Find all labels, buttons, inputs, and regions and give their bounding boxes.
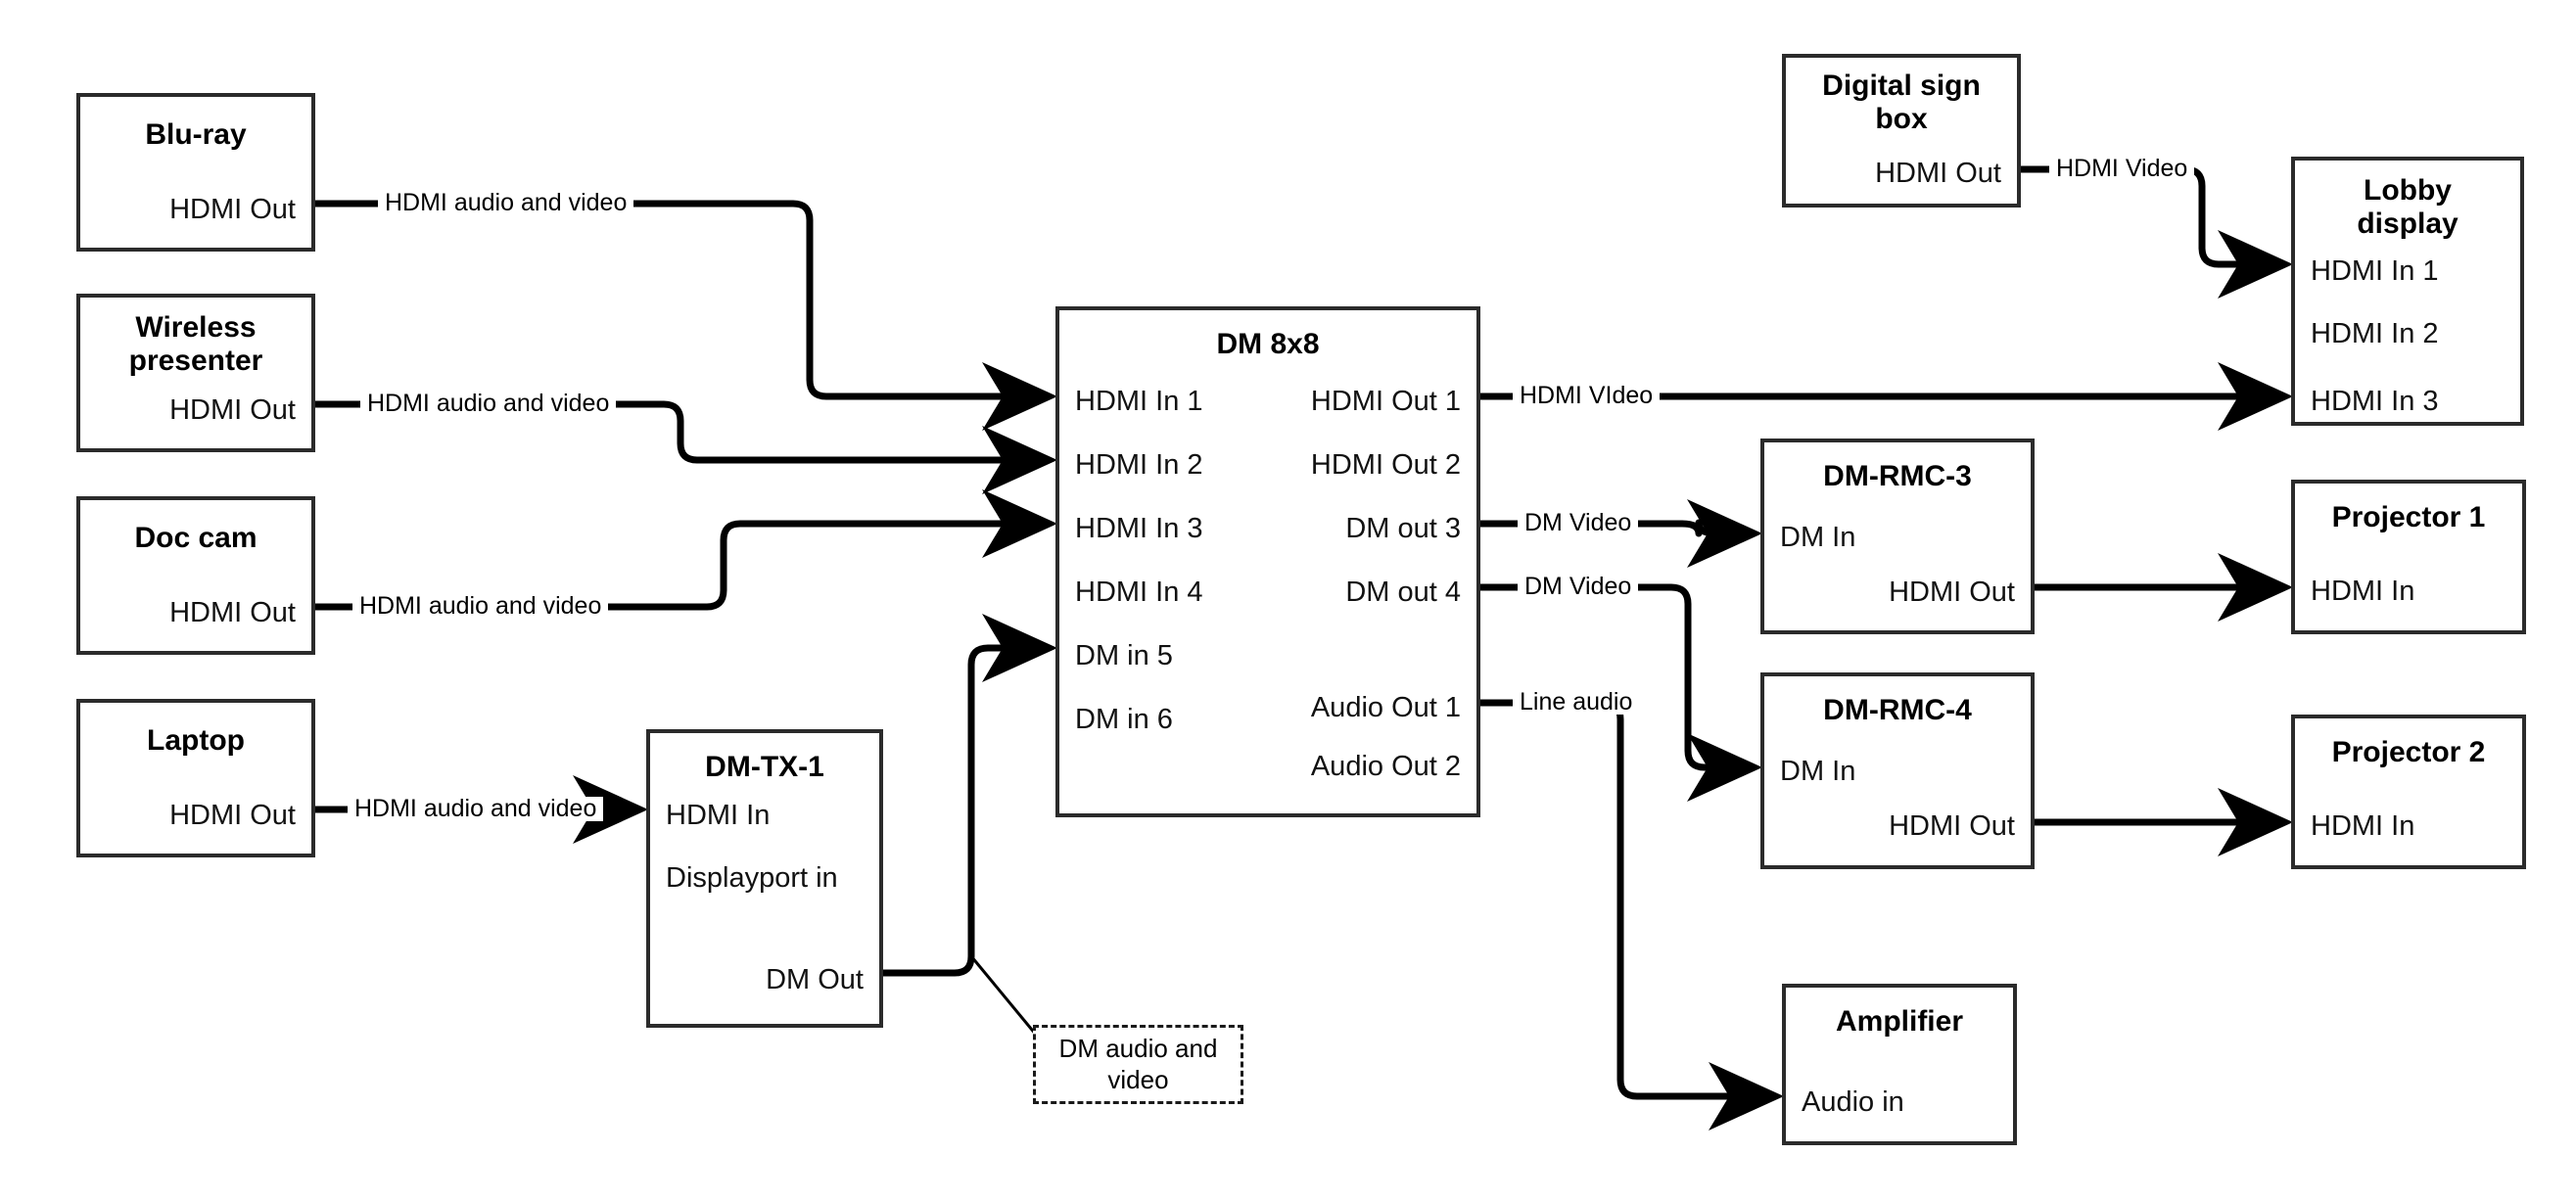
wire-dm8x8-dmout3-to-dmrmc3	[1480, 499, 1762, 568]
node-projector-1-title: Projector 1	[2331, 501, 2486, 533]
callout-line1: DM audio and	[1058, 1033, 1218, 1063]
callout-dm-audio-and-video: DM audio and video	[1033, 1025, 1243, 1104]
node-amplifier-title: Amplifier	[1835, 1005, 1964, 1038]
node-dm-8x8-input-hdmi-in-1: HDMI In 1	[1075, 386, 1203, 417]
node-dm-rmc-4-title: DM-RMC-4	[1823, 694, 1972, 726]
node-lobby-display-input-hdmi-in-3: HDMI In 3	[2311, 386, 2439, 417]
node-dm-tx-1-port-dm-out: DM Out	[766, 964, 864, 995]
node-dm-tx-1-title: DM-TX-1	[705, 751, 824, 783]
wire-dm8x8-dmout4-to-dmrmc4	[1480, 583, 1762, 802]
edge-label-laptop-to-dmtx1: HDMI audio and video	[348, 797, 604, 821]
node-doc-cam[interactable]: Doc cam HDMI Out	[76, 496, 315, 655]
node-dm-rmc-3-port-hdmi-out: HDMI Out	[1889, 577, 2015, 608]
callout-line2: video	[1107, 1064, 1169, 1094]
node-amplifier[interactable]: Amplifier Audio in	[1782, 984, 2017, 1145]
node-dm-8x8-output-dm-out-4: DM out 4	[1345, 577, 1461, 608]
edge-label-dmout4-to-dmrmc4: DM Video	[1518, 575, 1639, 599]
node-dm-8x8-output-audio-out-2: Audio Out 2	[1310, 751, 1461, 782]
node-amplifier-port-audio-in: Audio in	[1802, 1086, 1904, 1118]
node-wireless-presenter-title-line2: presenter	[128, 345, 263, 377]
node-dm-8x8-input-hdmi-in-2: HDMI In 2	[1075, 449, 1203, 481]
node-projector-2-title: Projector 2	[2331, 736, 2486, 768]
node-lobby-display-input-hdmi-in-2: HDMI In 2	[2311, 318, 2439, 349]
edge-label-hdmiout1-to-lobby: HDMI VIdeo	[1513, 384, 1661, 408]
edge-label-bluray-to-dm8x8: HDMI audio and video	[378, 191, 634, 215]
node-dm-tx-1[interactable]: DM-TX-1 HDMI In Displayport in DM Out	[646, 729, 883, 1028]
wire-dm8x8-audioout1-to-amplifier	[1480, 699, 1784, 1131]
node-lobby-display-title-line2: display	[2357, 208, 2459, 240]
node-dm-8x8-title: DM 8x8	[1216, 328, 1320, 360]
node-laptop-title: Laptop	[147, 724, 245, 757]
node-dm-8x8-input-dm-in-5: DM in 5	[1075, 640, 1173, 671]
node-dm-tx-1-port-displayport-in: Displayport in	[666, 862, 838, 894]
node-dm-rmc-4-port-dm-in: DM In	[1780, 756, 1856, 787]
node-dm-8x8-output-dm-out-3: DM out 3	[1345, 513, 1461, 544]
callout-leader-line	[969, 955, 1043, 1041]
node-dm-8x8-output-hdmi-out-2: HDMI Out 2	[1310, 449, 1461, 481]
node-lobby-display[interactable]: Lobby display HDMI In 1 HDMI In 2 HDMI I…	[2291, 157, 2524, 426]
node-digital-sign-box-port-hdmi-out: HDMI Out	[1875, 158, 2001, 189]
node-lobby-display-title-line1: Lobby	[2364, 174, 2452, 207]
wire-digitalsign-to-lobby-hdmi-in1	[2021, 165, 2293, 299]
node-dm-rmc-3-title: DM-RMC-3	[1823, 460, 1972, 492]
node-lobby-display-input-hdmi-in-1: HDMI In 1	[2311, 255, 2439, 287]
node-wireless-presenter-title-line1: Wireless	[135, 311, 257, 344]
node-dm-8x8-input-dm-in-6: DM in 6	[1075, 704, 1173, 735]
edge-label-digitalsign-to-lobby: HDMI Video	[2049, 157, 2195, 181]
edge-label-dmout3-to-dmrmc3: DM Video	[1518, 511, 1639, 535]
wire-doccam-to-dm8x8-hdmi-in3	[315, 489, 1057, 611]
node-dm-8x8-input-hdmi-in-3: HDMI In 3	[1075, 513, 1203, 544]
node-dm-rmc-4-port-hdmi-out: HDMI Out	[1889, 810, 2015, 842]
node-bluray-port-hdmi-out: HDMI Out	[169, 194, 296, 225]
node-wireless-presenter[interactable]: Wireless presenter HDMI Out	[76, 294, 315, 452]
edge-label-audioout1-to-amplifier: Line audio	[1513, 690, 1640, 715]
node-digital-sign-box-title-line1: Digital sign	[1822, 69, 1981, 102]
edge-label-doccam-to-dm8x8: HDMI audio and video	[352, 594, 609, 619]
node-bluray-title: Blu-ray	[145, 118, 247, 151]
node-bluray[interactable]: Blu-ray HDMI Out	[76, 93, 315, 252]
node-wireless-presenter-port-hdmi-out: HDMI Out	[169, 394, 296, 426]
node-laptop-port-hdmi-out: HDMI Out	[169, 800, 296, 831]
node-dm-rmc-3[interactable]: DM-RMC-3 DM In HDMI Out	[1760, 439, 2035, 634]
node-doc-cam-title: Doc cam	[134, 522, 258, 554]
node-laptop[interactable]: Laptop HDMI Out	[76, 699, 315, 857]
node-dm-tx-1-port-hdmi-in: HDMI In	[666, 800, 771, 831]
node-dm-8x8-input-hdmi-in-4: HDMI In 4	[1075, 577, 1203, 608]
node-projector-1-port-hdmi-in: HDMI In	[2311, 576, 2415, 607]
node-projector-1[interactable]: Projector 1 HDMI In	[2291, 480, 2526, 634]
node-digital-sign-box-title-line2: box	[1875, 103, 1928, 135]
node-dm-8x8-output-audio-out-1: Audio Out 1	[1310, 692, 1461, 723]
wire-bluray-to-dm8x8-hdmi-in1	[315, 200, 1057, 431]
node-dm-8x8[interactable]: DM 8x8 HDMI In 1 HDMI In 2 HDMI In 3 HDM…	[1055, 306, 1480, 817]
node-digital-sign-box[interactable]: Digital sign box HDMI Out	[1782, 54, 2021, 208]
wire-wireless-to-dm8x8-hdmi-in2	[315, 400, 1057, 494]
node-doc-cam-port-hdmi-out: HDMI Out	[169, 597, 296, 628]
node-dm-rmc-4[interactable]: DM-RMC-4 DM In HDMI Out	[1760, 672, 2035, 869]
wire-dmtx1-to-dm8x8-dm-in5	[883, 614, 1057, 977]
node-dm-rmc-3-port-dm-in: DM In	[1780, 522, 1856, 553]
node-projector-2[interactable]: Projector 2 HDMI In	[2291, 715, 2526, 869]
edge-label-wireless-to-dm8x8: HDMI audio and video	[360, 392, 617, 416]
node-projector-2-port-hdmi-in: HDMI In	[2311, 810, 2415, 842]
node-dm-8x8-output-hdmi-out-1: HDMI Out 1	[1310, 386, 1461, 417]
